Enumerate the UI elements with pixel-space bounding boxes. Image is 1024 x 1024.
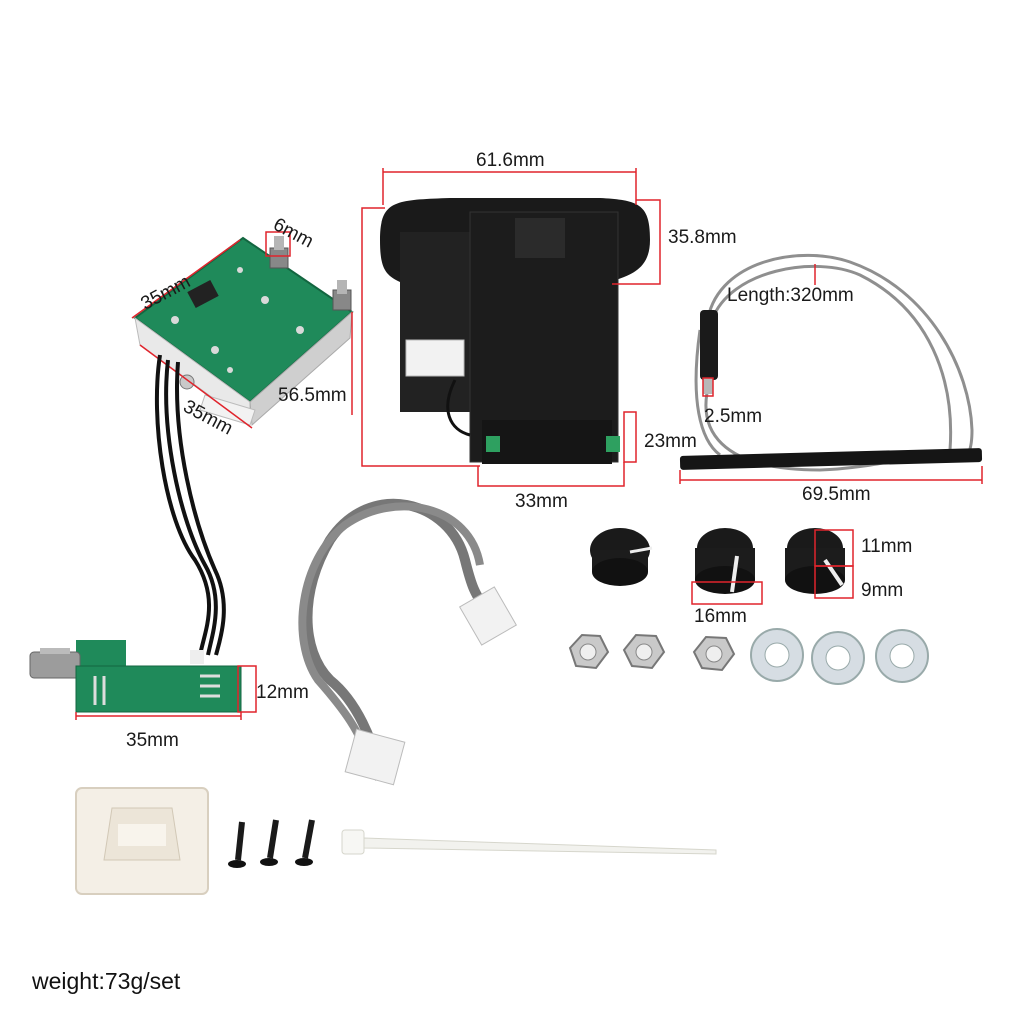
battery-box-dimension-lines (361, 168, 661, 487)
zip-tie (341, 829, 717, 855)
volume-board-height-label: 12mm (256, 682, 309, 703)
preamp-height-label: 56.5mm (278, 385, 347, 406)
interconnect-cable (298, 498, 518, 786)
knob-height-label: 11mm (861, 536, 913, 557)
knob-dimension-lines (691, 529, 854, 605)
cable-tie-mount (75, 787, 209, 895)
screw-2 (260, 819, 279, 866)
preamp-wires (154, 354, 226, 656)
washer-1 (750, 628, 804, 682)
volume-board-dimension-lines (75, 665, 257, 720)
volume-board-width-label: 35mm (126, 730, 179, 751)
battery-box (380, 198, 650, 464)
hex-nut-1 (568, 633, 610, 670)
pickup-cable (679, 254, 983, 472)
cable-length-label: Length:320mm (727, 285, 854, 306)
preamp-board (133, 236, 354, 427)
knob-2 (695, 528, 755, 594)
battery-box-height-label: 23mm (644, 431, 697, 452)
battery-box-width-label: 61.6mm (476, 150, 545, 171)
knob-1 (590, 528, 653, 586)
pickup-length-label: 69.5mm (802, 484, 871, 505)
screw-3 (295, 819, 315, 866)
hex-nut-3 (692, 635, 736, 672)
volume-board (29, 640, 242, 713)
knob-small-label: 9mm (861, 580, 904, 601)
battery-box-tab-label: 35.8mm (668, 227, 737, 248)
battery-box-bottom-label: 33mm (515, 491, 568, 512)
hex-nut-2 (622, 633, 666, 670)
plug-diameter-label: 2.5mm (704, 406, 763, 427)
knob-diameter-label: 16mm (694, 606, 747, 627)
washer-2 (811, 631, 865, 685)
weight-caption: weight:73g/set (32, 968, 181, 994)
screw-1 (228, 821, 246, 868)
pickup-dimension-lines (679, 264, 983, 484)
washer-3 (875, 629, 929, 683)
